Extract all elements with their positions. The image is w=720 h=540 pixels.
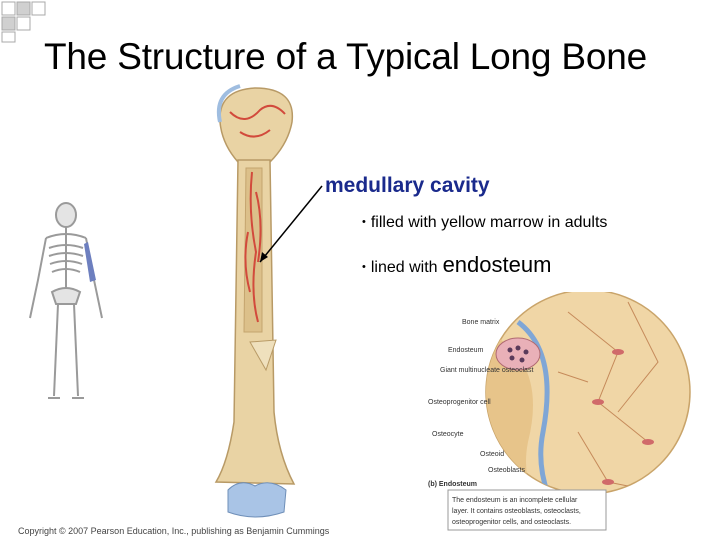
bullet-emphasis: endosteum	[442, 252, 552, 277]
svg-text:The endosteum is an incomplete: The endosteum is an incomplete cellular	[452, 497, 578, 504]
bullet-dot: •	[362, 261, 366, 273]
svg-text:(b) Endosteum: (b) Endosteum	[428, 481, 477, 488]
bullet-text: filled with yellow marrow in adults	[370, 214, 608, 231]
medullary-cavity-heading: medullary cavity	[325, 174, 490, 197]
svg-text:osteoprogenitor cells, and ost: osteoprogenitor cells, and osteoclasts.	[452, 519, 571, 526]
highlighted-humerus	[84, 242, 96, 282]
pointer-arrow	[259, 185, 323, 263]
svg-text:Bone matrix: Bone matrix	[462, 319, 500, 326]
long-bone-illustration	[214, 84, 296, 518]
bullet-text: lined with	[370, 259, 438, 276]
slide-title: The Structure of a Typical Long Bone	[44, 36, 647, 77]
svg-text:Osteoprogenitor cell: Osteoprogenitor cell	[428, 399, 491, 406]
svg-text:Osteoid: Osteoid	[480, 451, 504, 458]
bullet-item: • filled with yellow marrow in adults	[362, 214, 607, 232]
svg-text:Giant multinucleate osteoclast: Giant multinucleate osteoclast	[440, 367, 533, 374]
decorative-squares	[1, 1, 46, 43]
skeleton-figure	[29, 202, 103, 399]
svg-text:layer. It contains osteoblasts: layer. It contains osteoblasts, osteocla…	[452, 508, 581, 515]
endosteum-inset: Bone matrix Endosteum Giant multinucleat…	[428, 292, 691, 531]
svg-text:Endosteum: Endosteum	[448, 347, 484, 354]
svg-text:Osteocyte: Osteocyte	[432, 431, 464, 438]
bullet-dot: •	[362, 216, 366, 228]
copyright-text: Copyright © 2007 Pearson Education, Inc.…	[18, 526, 330, 536]
svg-text:Osteoblasts: Osteoblasts	[488, 467, 525, 474]
